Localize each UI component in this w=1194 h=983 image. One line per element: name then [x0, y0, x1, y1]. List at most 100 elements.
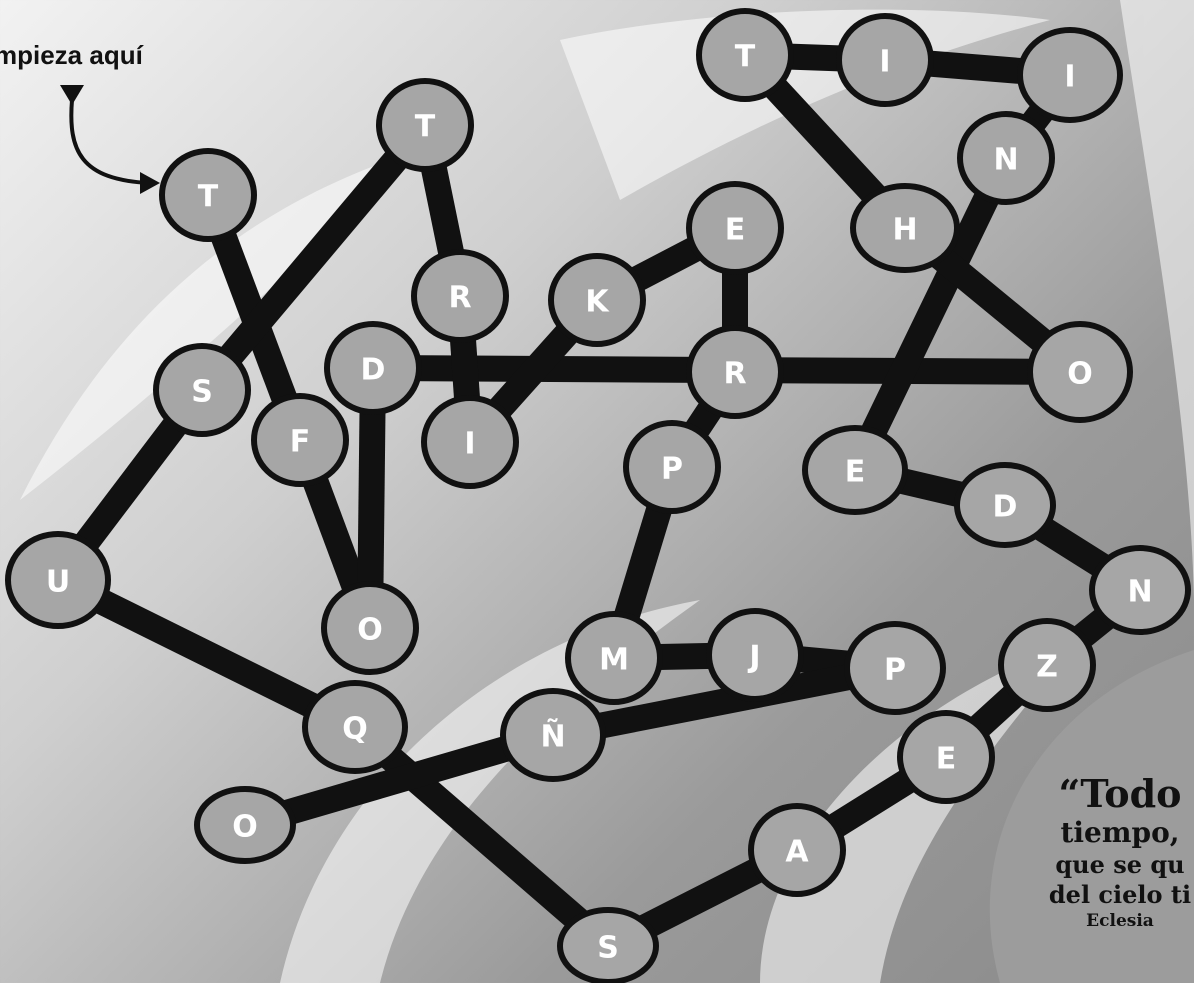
letter-node[interactable]: I: [836, 13, 934, 107]
letter-node-label: T: [415, 110, 436, 145]
quote-line-1: “Todo: [1058, 771, 1182, 816]
letter-node-label: T: [735, 40, 756, 75]
letter-node[interactable]: P: [844, 621, 946, 715]
maze-path-segment: [843, 152, 1018, 476]
letter-node-circle: [998, 618, 1096, 712]
letter-node[interactable]: Ñ: [500, 688, 606, 782]
letter-node[interactable]: O: [321, 581, 419, 675]
quote-line-4: del cielo ti: [1048, 880, 1192, 909]
letter-node[interactable]: U: [5, 531, 111, 629]
letter-node-label: I: [1064, 60, 1075, 95]
letter-node-label: O: [232, 810, 258, 845]
quote-line-3: que se qu: [1055, 850, 1185, 879]
letter-node-label: R: [723, 357, 746, 392]
start-label: mpieza aquí: [0, 40, 143, 70]
letter-node[interactable]: S: [153, 343, 251, 437]
letter-node-circle: [159, 148, 257, 242]
letter-node[interactable]: T: [159, 148, 257, 242]
letter-node-circle: [706, 608, 804, 702]
letter-node-label: Z: [1036, 650, 1058, 685]
letter-node-circle: [686, 181, 784, 275]
letter-node-circle: [565, 611, 663, 705]
letter-node-circle: [194, 786, 296, 864]
letter-node-label: J: [747, 640, 760, 675]
letter-node-label: K: [585, 285, 610, 320]
letter-node-label: E: [936, 742, 957, 777]
letter-node[interactable]: T: [376, 78, 474, 172]
letter-node-circle: [897, 710, 995, 804]
letter-node-circle: [500, 688, 606, 782]
letter-node-circle: [5, 531, 111, 629]
letter-node-label: O: [1067, 357, 1093, 392]
letter-node-circle: [321, 581, 419, 675]
letter-node-circle: [844, 621, 946, 715]
letter-node[interactable]: D: [954, 462, 1056, 548]
letter-node-label: M: [599, 643, 629, 678]
letter-node-label: Ñ: [540, 718, 565, 755]
letter-node-circle: [623, 420, 721, 514]
letter-node-circle: [802, 425, 908, 515]
letter-node[interactable]: A: [748, 803, 846, 897]
letter-node-label: P: [661, 452, 683, 487]
letter-node-label: T: [198, 180, 219, 215]
quote-blob: [989, 650, 1194, 983]
letter-node-label: P: [884, 653, 906, 688]
letter-node[interactable]: P: [623, 420, 721, 514]
letter-node[interactable]: T: [696, 8, 794, 102]
letter-node-circle: [153, 343, 251, 437]
letter-node-circle: [411, 249, 509, 343]
letter-node-label: Q: [342, 712, 368, 747]
letter-node-circle: [324, 321, 422, 415]
letter-node[interactable]: K: [548, 253, 646, 347]
letter-node-circle: [696, 8, 794, 102]
letter-node[interactable]: H: [850, 183, 960, 273]
letter-node[interactable]: I: [421, 395, 519, 489]
letter-node-circle: [850, 183, 960, 273]
letter-node-circle: [836, 13, 934, 107]
letter-node[interactable]: J: [706, 608, 804, 702]
letter-node[interactable]: D: [324, 321, 422, 415]
letter-node-label: S: [597, 931, 619, 966]
letter-node-label: N: [993, 143, 1018, 178]
letter-node-circle: [548, 253, 646, 347]
letter-node[interactable]: R: [686, 325, 784, 419]
letter-node[interactable]: F: [251, 393, 349, 487]
letter-node-label: D: [993, 490, 1018, 525]
letter-node[interactable]: M: [565, 611, 663, 705]
letter-node-circle: [1027, 321, 1133, 423]
letter-node-label: R: [448, 281, 471, 316]
letter-node-circle: [376, 78, 474, 172]
letter-node[interactable]: Z: [998, 618, 1096, 712]
letter-node[interactable]: S: [557, 907, 659, 983]
letter-node[interactable]: E: [897, 710, 995, 804]
letter-node-circle: [421, 395, 519, 489]
start-arrow: [60, 85, 160, 194]
maze-path-segment: [346, 717, 617, 956]
letter-node-label: F: [290, 425, 311, 460]
quote-source: Eclesia: [1086, 911, 1154, 931]
letter-node-label: E: [845, 455, 866, 490]
letter-node[interactable]: O: [194, 786, 296, 864]
letter-node[interactable]: N: [1089, 545, 1191, 635]
maze-path-segment: [192, 116, 435, 399]
letter-node-label: A: [785, 835, 809, 870]
letter-node[interactable]: Q: [302, 680, 408, 774]
maze-path-segment: [550, 655, 898, 748]
letter-node[interactable]: O: [1027, 321, 1133, 423]
letter-node[interactable]: R: [411, 249, 509, 343]
letter-node-circle: [251, 393, 349, 487]
letter-node[interactable]: I: [1017, 27, 1123, 123]
letter-node-label: N: [1127, 575, 1152, 610]
letter-node-circle: [1089, 545, 1191, 635]
letter-node[interactable]: E: [802, 425, 908, 515]
letter-node-label: E: [725, 213, 746, 248]
letter-node-label: O: [357, 613, 383, 648]
letter-node-label: S: [191, 375, 213, 410]
letter-node-circle: [954, 462, 1056, 548]
letter-node-circle: [557, 907, 659, 983]
letter-node[interactable]: N: [957, 111, 1055, 205]
letter-node[interactable]: E: [686, 181, 784, 275]
letter-node-circle: [686, 325, 784, 419]
